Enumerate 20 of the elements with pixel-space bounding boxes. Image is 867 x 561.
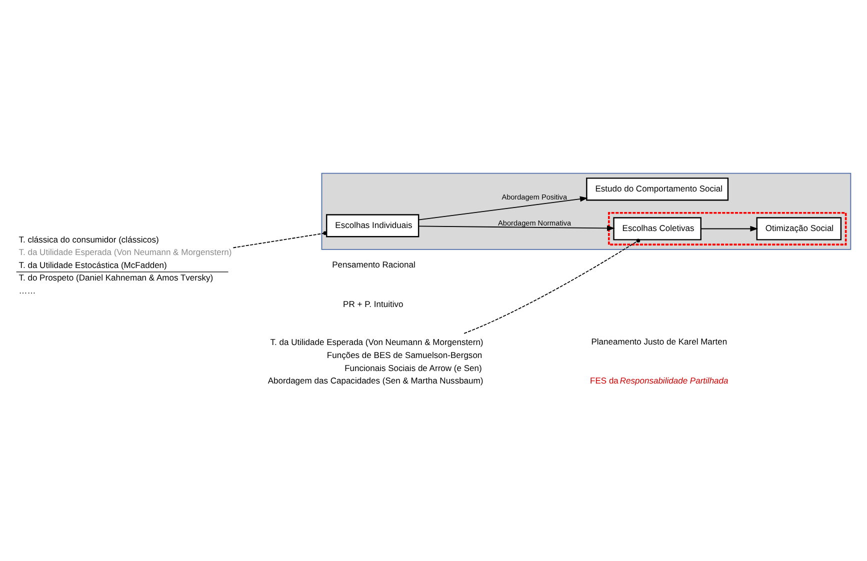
cluster: [608, 212, 847, 246]
connector: [232, 231, 327, 248]
node-label: T. da Utilidade Estocástica (McFadden): [18, 260, 167, 270]
arrow: [418, 225, 615, 231]
node-box: Escolhas Individuais: [326, 214, 420, 238]
node-box: Otimização Social: [756, 217, 842, 240]
label: Pensamento Racional: [332, 260, 416, 270]
node-label: T. clássica do consumidor (clássicos): [18, 234, 159, 244]
node-label: T. do Prospeto (Daniel Kahneman & Amos Tversky): [18, 272, 214, 283]
arrow: [700, 226, 758, 232]
node-label: ……: [18, 285, 36, 296]
connector: [464, 238, 640, 334]
label: Planeamento Justo de Karel Marten: [591, 336, 728, 346]
node-text: T. da Utilidade Esperada (Von Neumann & Morgenstern) Funções de BES de Samuelson-Bergson Funcionais Sociais de Arrow (e Sen) Abordagem das Capacidades (Sen & Martha Nussbaum): [268, 337, 484, 386]
node-box: Escolhas Coletivas: [613, 217, 702, 240]
arrow: [418, 196, 588, 220]
label: FES da Responsabilidade Partilhada: [590, 375, 728, 386]
node-box: Estudo do Comportamento Social: [586, 178, 729, 201]
label: PR + P. Intuitivo: [343, 299, 404, 310]
node-label: T. da Utilidade Esperada (Von Neumann & Morgenstern): [18, 247, 232, 258]
